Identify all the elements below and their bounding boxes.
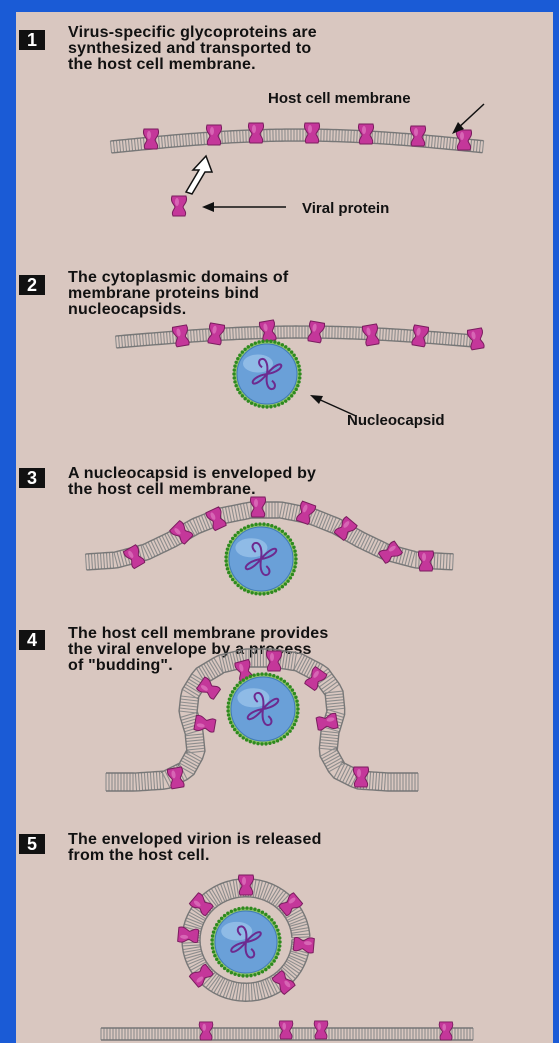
viral-protein-icon [439,1022,453,1040]
nucleocapsid [210,906,281,977]
step-1-illustration [16,12,553,242]
step-5-illustration [16,820,553,1043]
viral-protein-icon [196,677,221,701]
viral-protein-icon [143,129,158,149]
viral-protein-icon [178,927,199,944]
host-membrane-flat [101,1021,473,1040]
nucleocapsid [226,672,299,745]
viral-protein-icon [171,196,186,216]
diagram-panel: 1 Virus-specific glycoproteins are synth… [16,12,553,1043]
viral-protein-icon [169,520,194,545]
arrow-up-icon [186,156,212,194]
pointer-line [316,398,356,416]
viral-protein-icon [307,321,325,343]
viral-protein-icon [358,124,373,144]
viral-protein-icon [304,123,319,143]
viral-protein-icon [333,516,357,541]
step-3-illustration [16,452,553,602]
arrow-head-icon [310,395,323,404]
viral-protein-icon [238,875,253,895]
viral-protein-icon [171,196,186,216]
host-membrane-flat [115,320,485,350]
arrow-head-icon [202,202,214,212]
viral-protein-icon [295,501,316,525]
viral-protein-icon [194,715,216,733]
nucleocapsid [224,522,297,595]
nucleocapsid [232,339,301,408]
step-4-illustration [16,612,553,822]
viral-protein-icon [199,1022,213,1040]
host-membrane-flat [110,123,483,153]
viral-protein-icon [293,936,314,953]
step-2-illustration [16,258,553,448]
